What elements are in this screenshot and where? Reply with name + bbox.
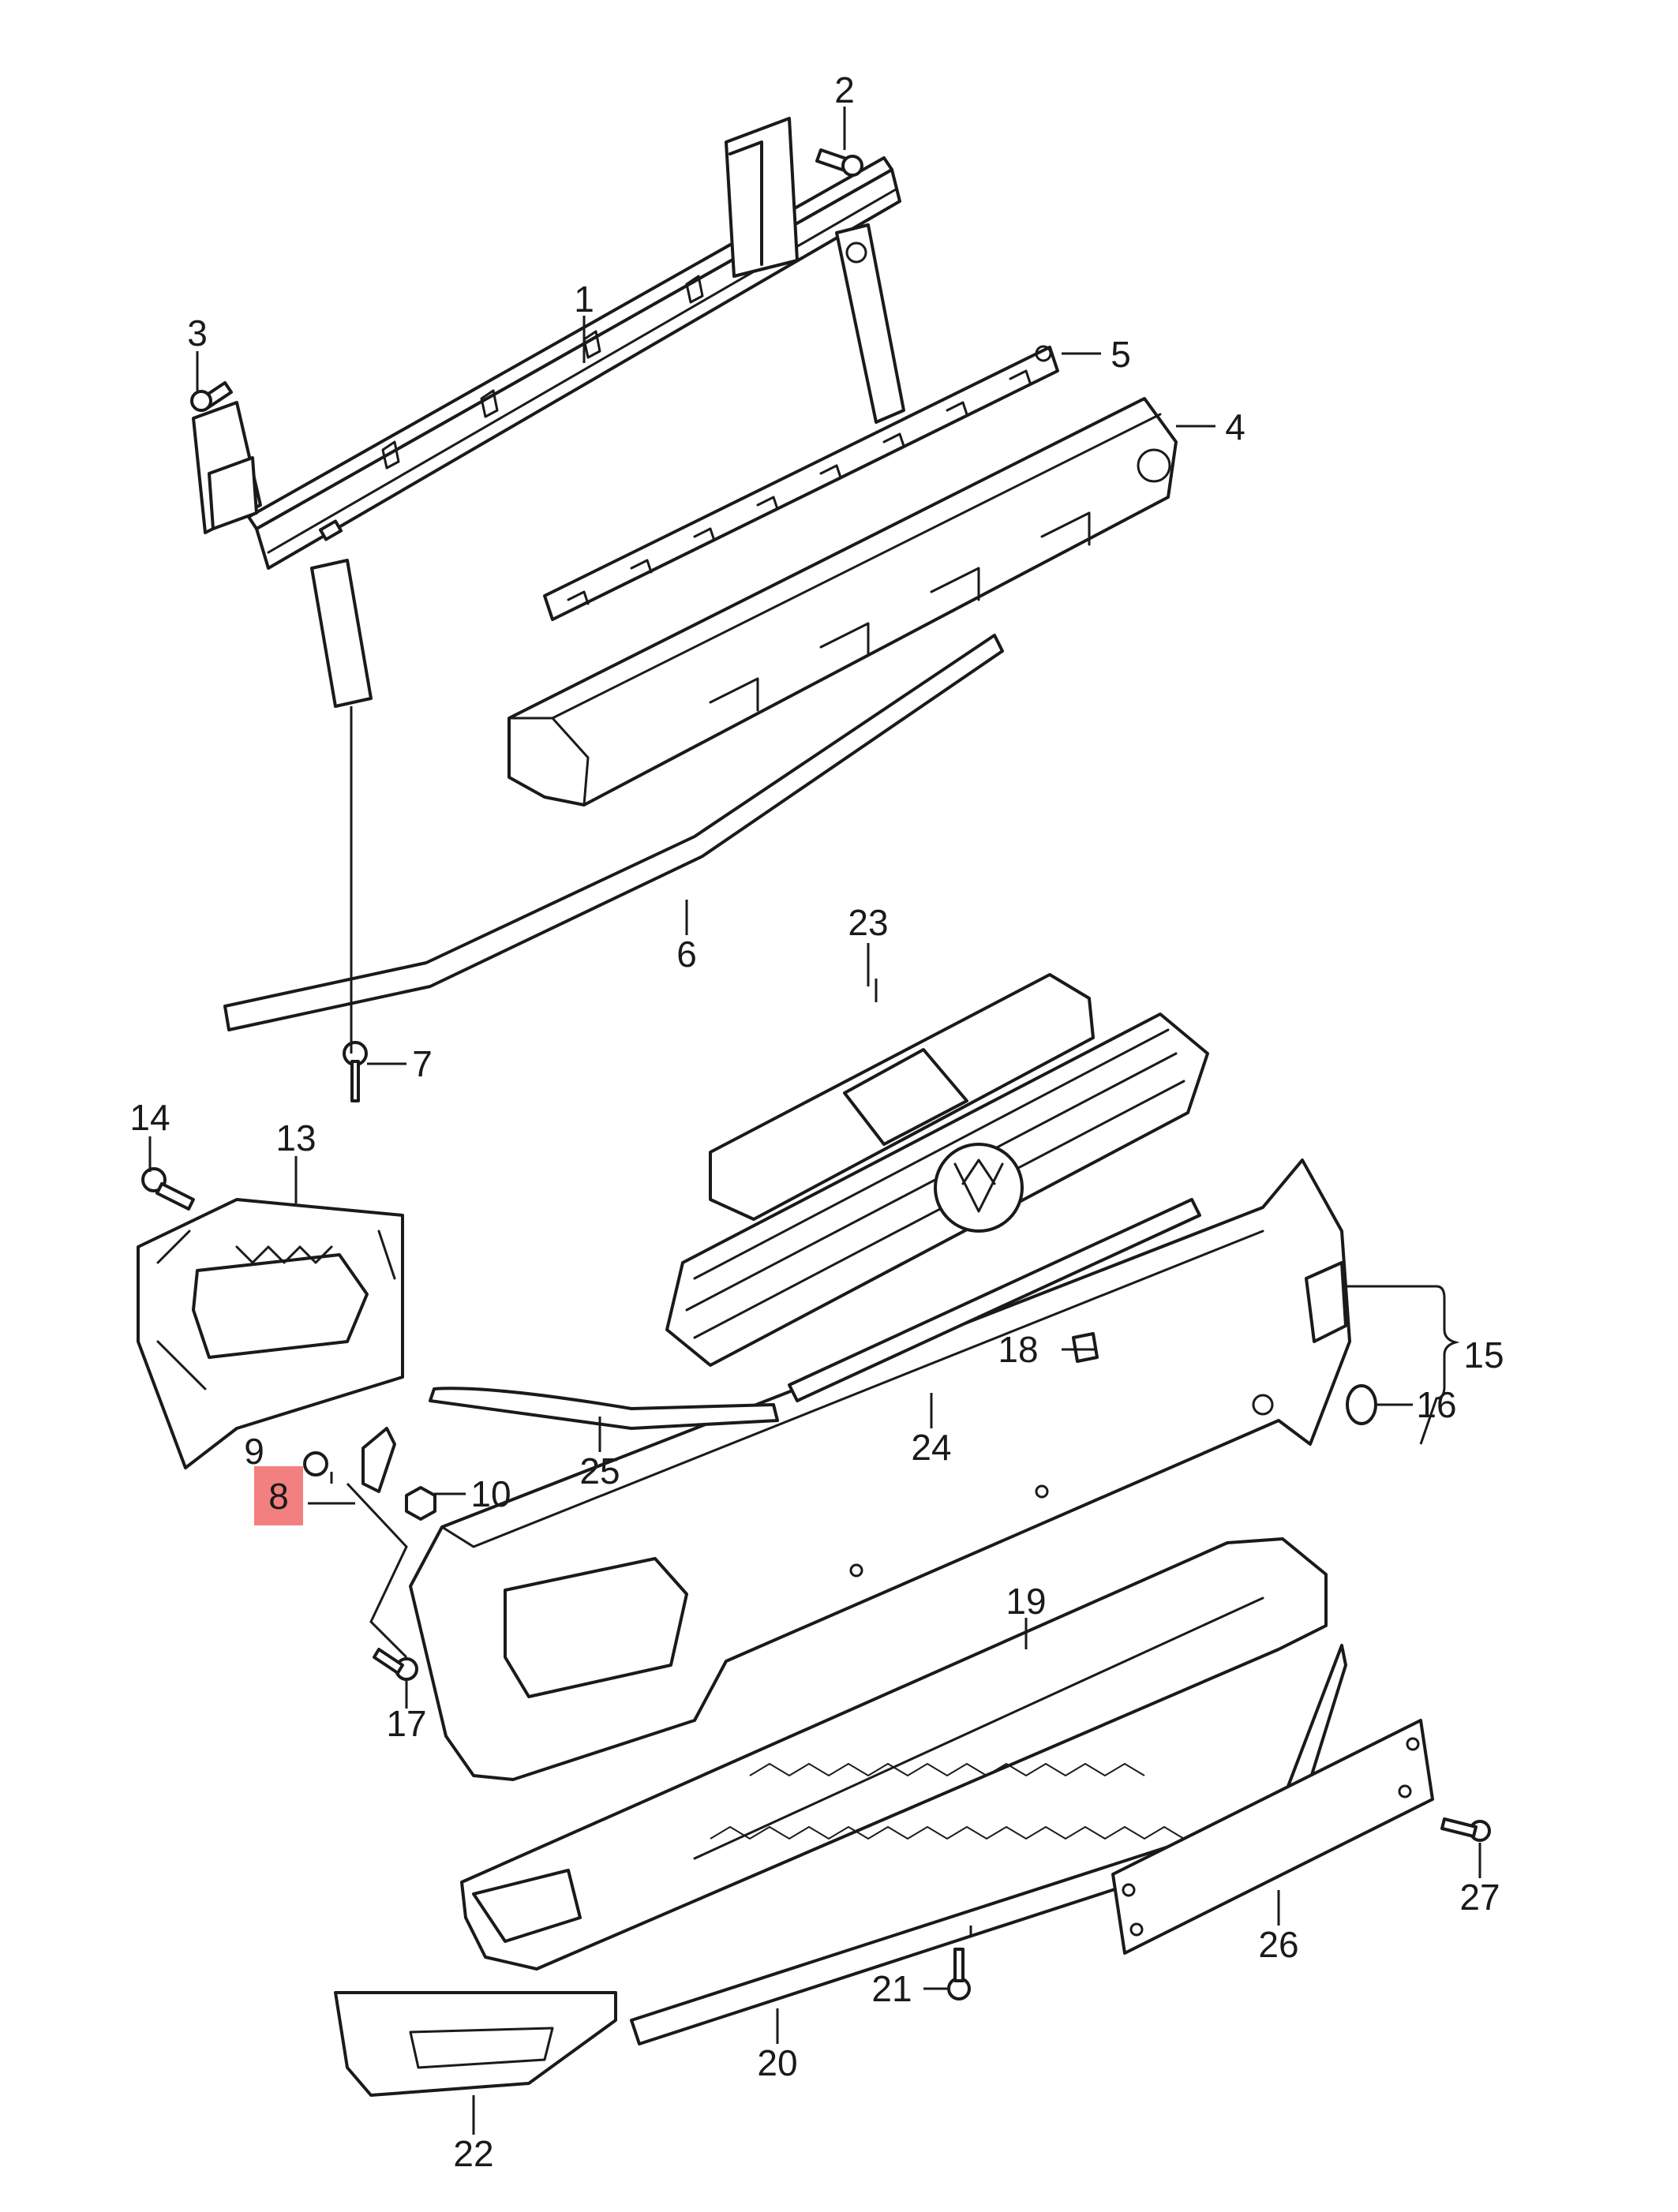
callout-8: 8 (268, 1476, 289, 1517)
callout-24: 24 (911, 1427, 951, 1468)
part-27-screw (1440, 1817, 1491, 1842)
part-2-bolt (815, 148, 863, 177)
callout-25: 25 (579, 1450, 620, 1492)
part-13-left-bracket (137, 1198, 404, 1469)
part-19-lower-grille (460, 1537, 1328, 1971)
part-15-bumper-cover (409, 1158, 1351, 1781)
part-1-bumper-beam (192, 117, 905, 708)
callout-2: 2 (834, 69, 855, 110)
callout-22: 22 (453, 2133, 493, 2174)
part-8-bracket (361, 1427, 396, 1493)
callout-4: 4 (1225, 406, 1245, 447)
callout-14: 14 (129, 1097, 170, 1138)
callout-1: 1 (574, 279, 594, 320)
callout-17: 17 (386, 1703, 426, 1744)
callout-23: 23 (848, 902, 888, 943)
part-10-nut (405, 1486, 436, 1521)
part-18-clip (1072, 1332, 1099, 1363)
callout-5: 5 (1111, 334, 1131, 375)
callout-8-highlight (254, 1466, 303, 1525)
part-6-trim-strip (223, 634, 1004, 1031)
part-22-lower-trim (334, 1991, 617, 2097)
callout-27: 27 (1459, 1877, 1500, 1918)
part-26-plate-bracket (1111, 1719, 1434, 1955)
callout-15: 15 (1463, 1334, 1504, 1375)
part-17-screw (373, 1648, 418, 1681)
callout-20: 20 (757, 2042, 797, 2083)
part-5-bracket-strip (543, 345, 1059, 621)
leader-lines (148, 107, 1481, 2135)
callout-labels: 2 3 1 5 4 6 7 14 13 23 15 16 18 24 25 9 … (129, 69, 1504, 2174)
part-14-screw (141, 1167, 195, 1211)
callout-7: 7 (412, 1043, 433, 1084)
callout-6: 6 (676, 934, 697, 975)
callout-19: 19 (1006, 1581, 1046, 1622)
callout-13: 13 (275, 1117, 316, 1158)
callout-3: 3 (187, 313, 208, 354)
callout-18: 18 (998, 1329, 1038, 1370)
part-9-clip (303, 1451, 328, 1477)
part-24-upper-trim (788, 1198, 1201, 1402)
callout-21: 21 (871, 1968, 912, 2009)
part-4-energy-absorber (508, 397, 1178, 807)
callout-9: 9 (244, 1431, 264, 1472)
part-16-cap (1346, 1384, 1377, 1425)
callout-26: 26 (1258, 1924, 1298, 1965)
part-25-lower-trim (429, 1387, 779, 1430)
part-3-bolt (190, 381, 233, 412)
callout-16: 16 (1416, 1384, 1456, 1425)
callout-10: 10 (470, 1473, 511, 1514)
part-7-clip (343, 1041, 368, 1102)
part-21-screw (947, 1948, 971, 2001)
part-23-upper-grille (665, 973, 1209, 1367)
